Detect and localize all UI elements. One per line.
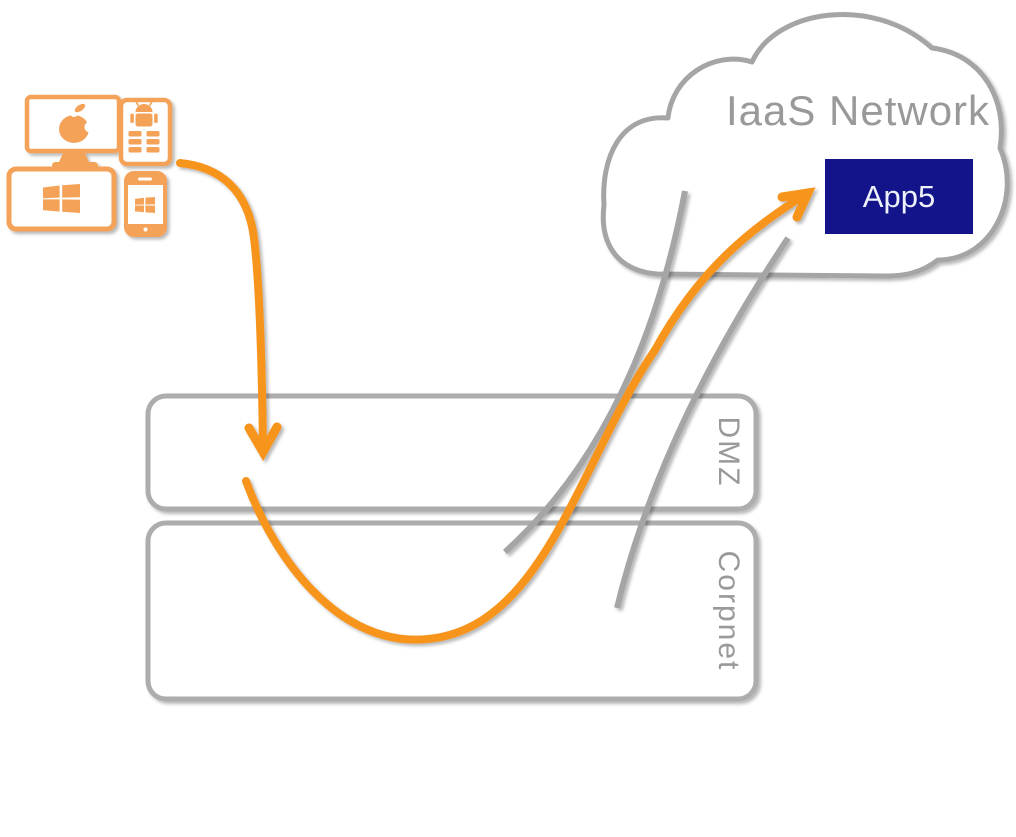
dmz-zone [145,393,759,512]
android-robot-icon [130,99,158,127]
cloud-outline-icon [600,11,1010,279]
mac-desktop-icon [24,94,122,169]
windows-phone-icon [124,171,167,237]
bypass-lines [502,190,791,609]
apple-logo-icon [59,103,96,143]
windows-logo-icon [135,197,155,213]
client-devices [6,94,173,237]
bypass-path-2 [614,236,791,609]
tablet-app-grid-icon [128,131,160,153]
windows-tablet-icon [6,166,117,232]
dmz-zone-box [145,393,759,512]
app5-node: App5 [825,159,973,234]
windows-logo-icon [43,184,80,213]
android-tablet-icon [118,97,173,167]
corpnet-zone-box [145,520,759,702]
dmz-zone-label: DMZ [712,417,745,488]
iaas-cloud [600,11,1010,279]
flow-clients-to-dmz [176,159,267,452]
flow-arrows [176,159,816,644]
flow-arrowhead-down-icon [244,422,282,462]
app5-label: App5 [863,179,935,214]
corpnet-zone-label: Corpnet [712,551,745,672]
cloud-title: IaaS Network [726,87,990,134]
app5-box [825,159,973,234]
flow-arrowhead-up-icon [777,187,816,222]
corpnet-zone [145,520,759,702]
bypass-path-1 [502,190,688,555]
flow-to-app5 [242,190,810,644]
